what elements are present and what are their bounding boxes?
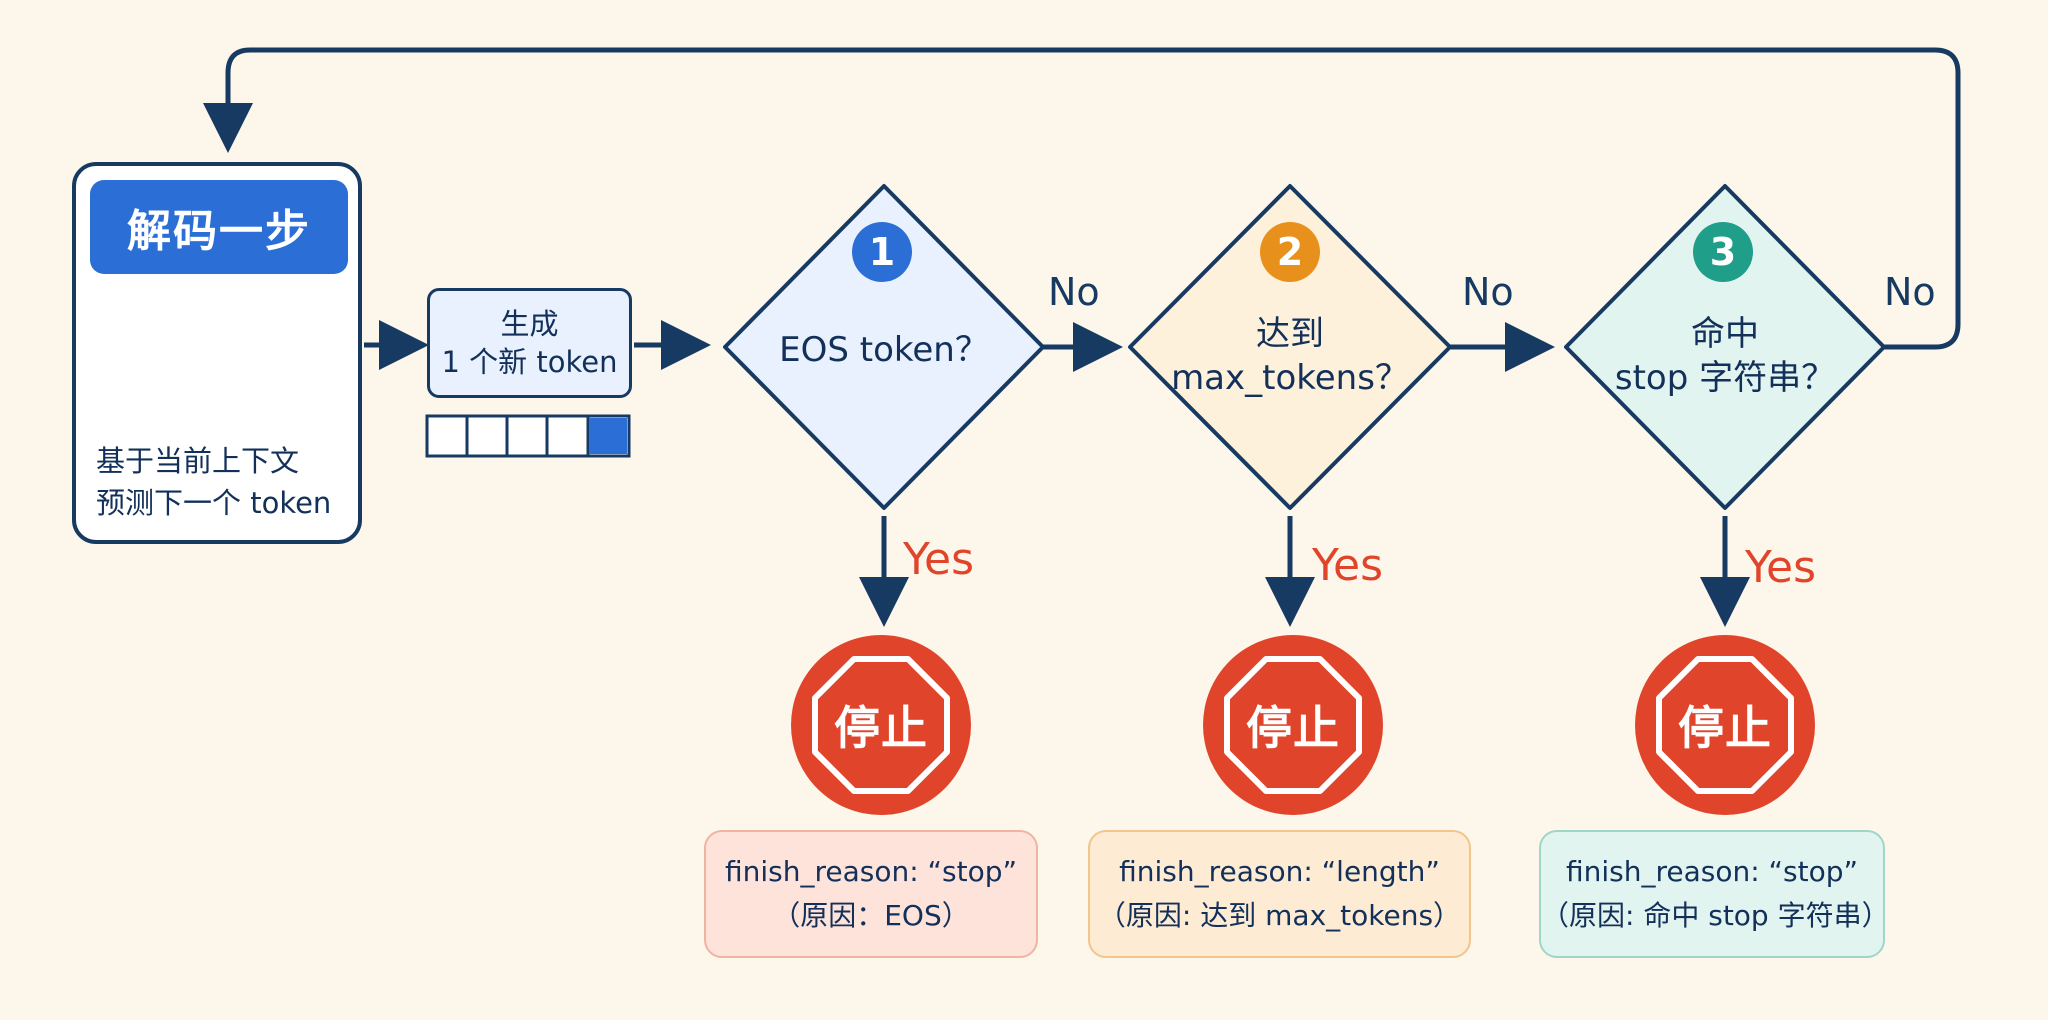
- check-3-question: 命中 stop 字符串？: [1595, 310, 1855, 402]
- check-2-line1: 达到: [1256, 314, 1324, 354]
- generate-token-box: 生成 1 个新 token: [427, 288, 632, 398]
- decision-diamond-3: [1564, 184, 1886, 510]
- yes-label-3: Yes: [1745, 542, 1817, 593]
- finish-reason-1-line2: （原因：EOS）: [772, 899, 970, 932]
- stop-text-3: 停止: [1678, 701, 1772, 755]
- check-3-line1: 命中: [1691, 314, 1759, 354]
- check-badge-2: 2: [1260, 222, 1320, 282]
- check-badge-3: 3: [1693, 222, 1753, 282]
- finish-reason-3-line2: （原因: 命中 stop 字符串）: [1541, 899, 1890, 932]
- no-label-1: No: [1048, 270, 1100, 314]
- check-2-line2: max_tokens？: [1171, 358, 1409, 398]
- no-label-3: No: [1884, 270, 1936, 314]
- yes-label-2: Yes: [1312, 540, 1384, 591]
- no-label-2: No: [1462, 270, 1514, 314]
- finish-reason-3-line1: finish_reason: “stop”: [1565, 855, 1859, 888]
- finish-reason-box-2: finish_reason: “length” （原因: 达到 max_toke…: [1088, 830, 1471, 958]
- finish-reason-2-line2: （原因: 达到 max_tokens）: [1097, 899, 1462, 932]
- token-sequence-icon: [425, 414, 631, 458]
- decode-step-caption: 基于当前上下文 预测下一个 token: [96, 440, 346, 524]
- stop-text-2: 停止: [1246, 701, 1340, 755]
- decode-caption-line1: 基于当前上下文: [96, 444, 300, 478]
- decode-caption-line2: 预测下一个 token: [96, 486, 332, 520]
- yes-label-1: Yes: [903, 534, 975, 585]
- check-badge-1: 1: [852, 222, 912, 282]
- check-1-question: EOS token？: [754, 325, 1014, 375]
- finish-reason-box-1: finish_reason: “stop” （原因：EOS）: [704, 830, 1038, 958]
- stop-sign-2: [1203, 635, 1383, 815]
- check-1-line1: EOS token？: [779, 330, 989, 370]
- check-2-question: 达到 max_tokens？: [1160, 310, 1420, 402]
- decision-diamond-2: [1128, 184, 1452, 510]
- stop-text-1: 停止: [834, 701, 928, 755]
- decode-step-title: 解码一步: [90, 180, 348, 274]
- finish-reason-2-line1: finish_reason: “length”: [1119, 855, 1440, 888]
- generate-line1: 生成: [500, 307, 559, 341]
- generate-line2: 1 个新 token: [441, 345, 618, 379]
- stop-sign-3: [1635, 635, 1815, 815]
- loop-back-arrow: [203, 47, 1961, 350]
- decision-diamond-1: [723, 184, 1045, 510]
- check-3-line2: stop 字符串？: [1614, 358, 1836, 398]
- stop-sign-1: [791, 635, 971, 815]
- finish-reason-box-3: finish_reason: “stop” （原因: 命中 stop 字符串）: [1539, 830, 1890, 958]
- finish-reason-1-line1: finish_reason: “stop”: [724, 855, 1018, 888]
